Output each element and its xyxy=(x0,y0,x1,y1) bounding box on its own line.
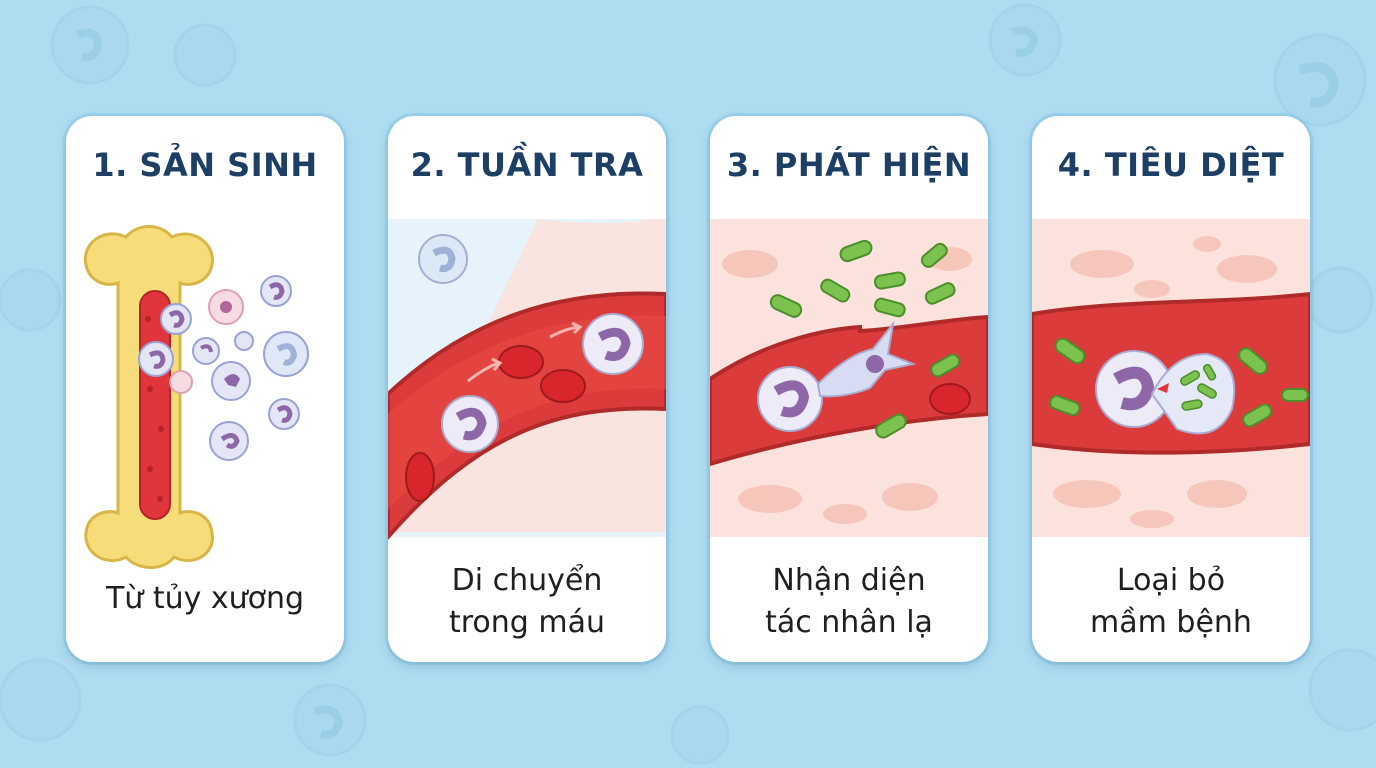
step-card-detection: 3. PHÁT HIỆN xyxy=(710,116,988,662)
bacteria-icon xyxy=(1049,337,1309,428)
step-caption: Nhận diện tác nhân lạ xyxy=(720,560,978,644)
step-title: 2. TUẦN TRA xyxy=(410,146,644,184)
direction-arrows-icon xyxy=(467,321,583,383)
step-card-production: 1. SẢN SINH Từ tủy xương xyxy=(66,116,344,662)
bacteria-icon xyxy=(769,239,961,439)
step-card-patrol: 2. TUẦN TRA Di chuyển trong máu xyxy=(388,116,666,662)
caption-line: mầm bệnh xyxy=(1090,605,1252,640)
bone-marrow-illustration xyxy=(83,225,309,569)
caption-line: Di chuyển xyxy=(451,563,603,598)
patrol-white-cells-icon xyxy=(418,234,644,453)
caption-line: trong máu xyxy=(448,605,605,640)
step-title: 4. TIÊU DIỆT xyxy=(1057,146,1285,184)
caption-line: Loại bỏ xyxy=(1116,563,1226,598)
step-card-elimination: 4. TIÊU DIỆT xyxy=(1032,116,1310,662)
phagocyte-icon xyxy=(1095,350,1236,435)
step-title: 1. SẢN SINH xyxy=(92,146,318,184)
step-caption: Di chuyển trong máu xyxy=(398,560,656,644)
phagocytosis-illustration xyxy=(1032,219,1310,537)
caption-line: tác nhân lạ xyxy=(765,605,933,640)
step-title: 3. PHÁT HIỆN xyxy=(726,146,972,184)
white-blood-cells-icon xyxy=(138,275,309,461)
caption-line: Từ tủy xương xyxy=(105,581,305,616)
caption-line: Nhận diện xyxy=(772,563,926,598)
red-blood-cells-icon xyxy=(929,383,971,415)
blood-vessel-illustration xyxy=(388,219,666,541)
immune-cell-icon xyxy=(757,320,917,432)
step-caption: Loại bỏ mầm bệnh xyxy=(1042,560,1300,644)
red-blood-cells-icon xyxy=(405,345,586,502)
step-caption: Từ tủy xương xyxy=(76,578,334,620)
pathogen-detection-illustration xyxy=(710,219,988,537)
